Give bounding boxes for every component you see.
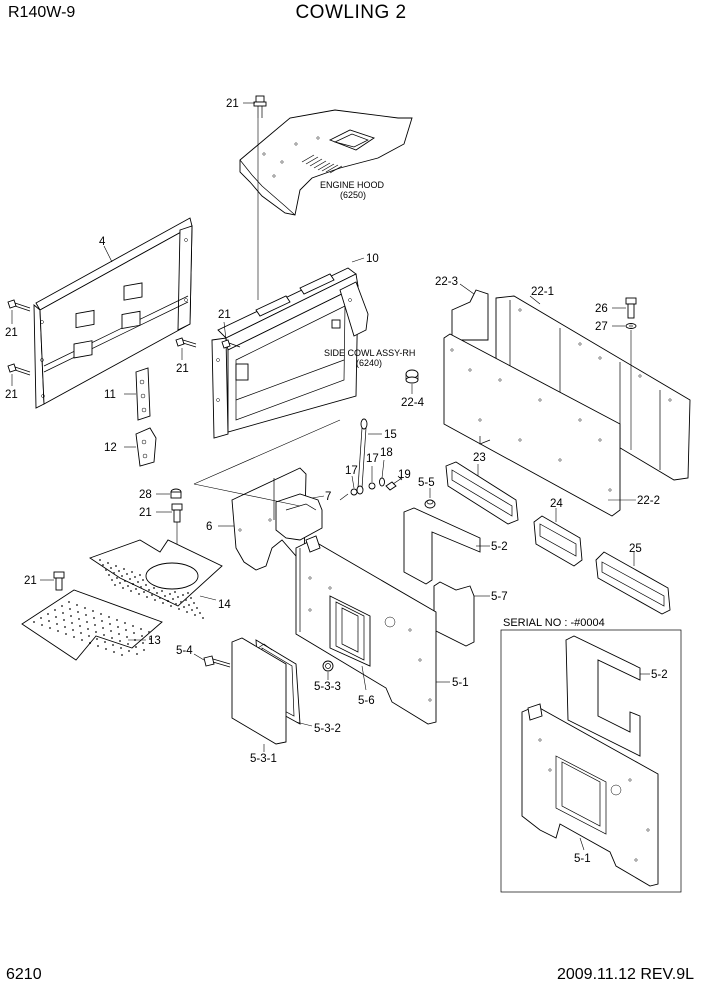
- bolt-5-4: [203, 655, 231, 668]
- label-21-floor-b: 21: [24, 575, 37, 587]
- page-number: 6210: [6, 966, 42, 983]
- label-5-7: 5-7: [491, 591, 508, 603]
- label-21-left-b: 21: [5, 389, 18, 401]
- nut-17-b: [368, 482, 376, 490]
- hood-vent-slots: [301, 154, 343, 174]
- bolt-21-left-a: [7, 299, 31, 312]
- page-title: COWLING 2: [295, 2, 407, 23]
- label-23: 23: [473, 452, 486, 464]
- side-cowl-ref: (6240): [356, 358, 382, 368]
- label-12: 12: [104, 442, 117, 454]
- label-5-2: 5-2: [491, 541, 508, 553]
- engine-hood: [239, 109, 413, 300]
- door-5-3-1: [231, 637, 287, 745]
- label-5-3-2: 5-3-2: [314, 723, 341, 735]
- cover-6: [231, 467, 307, 571]
- label-22-1: 22-1: [531, 286, 554, 298]
- label-5-3-3: 5-3-3: [314, 681, 341, 693]
- washer-18: [379, 477, 385, 487]
- label-26: 26: [595, 303, 608, 315]
- bracket-5-2: [403, 507, 481, 585]
- label-24: 24: [550, 498, 563, 510]
- bolt-21-floor-a: [171, 503, 183, 523]
- engine-hood-ref: (6250): [340, 190, 366, 200]
- pad-25: [595, 551, 671, 615]
- washer-27: [625, 323, 637, 329]
- label-5-4: 5-4: [176, 645, 193, 657]
- bracket-11: [135, 367, 151, 421]
- label-28: 28: [139, 489, 152, 501]
- plug-5-5: [424, 499, 436, 509]
- label-21-mid-b: 21: [218, 309, 231, 321]
- label-22-3: 22-3: [435, 276, 458, 288]
- bolt-21-mid-b: [221, 339, 241, 349]
- label-25: 25: [629, 543, 642, 555]
- date-revision: 2009.11.12 REV.9L: [556, 966, 694, 983]
- label-7: 7: [325, 491, 331, 503]
- label-11: 11: [104, 389, 116, 401]
- bracket-5-7: [433, 581, 475, 647]
- serial-label: SERIAL NO : -#0004: [503, 617, 605, 629]
- floor-plate-13: [21, 589, 163, 661]
- bolt-26: [625, 297, 637, 319]
- cover-7: [275, 493, 323, 541]
- label-14: 14: [218, 599, 231, 611]
- bolt-21-left-b: [7, 363, 31, 376]
- nut-17-a: [350, 488, 358, 496]
- cap-28: [170, 488, 182, 499]
- label-19: 19: [398, 469, 411, 481]
- serial-inset: [500, 629, 682, 893]
- label-4: 4: [99, 236, 106, 248]
- label-22-4: 22-4: [401, 397, 425, 409]
- label-15: 15: [384, 429, 397, 441]
- label-5-5: 5-5: [418, 477, 435, 489]
- label-21-mid-a: 21: [176, 363, 189, 375]
- bolt-19: [385, 477, 403, 491]
- inset-panel-5-1: [521, 703, 659, 887]
- label-17-a: 17: [345, 465, 358, 477]
- pad-23: [445, 461, 519, 525]
- panel-22-2: [443, 333, 621, 517]
- engine-hood-label: ENGINE HOOD: [320, 180, 385, 190]
- part-5-3-3: [322, 660, 334, 672]
- label-21-hood: 21: [226, 98, 239, 110]
- bolt-21-mid-a: [175, 337, 197, 348]
- bolt-21-floor-b: [53, 571, 65, 591]
- floor-plate-14: [89, 539, 223, 620]
- panel-22-3: [451, 289, 489, 341]
- label-21-floor-a: 21: [139, 507, 152, 519]
- model-name: R140W-9: [8, 4, 76, 21]
- pad-24: [533, 515, 583, 567]
- panel-4: [33, 217, 193, 409]
- plug-22-4: [405, 369, 419, 384]
- label-17-b: 17: [366, 453, 379, 465]
- label-10: 10: [366, 253, 379, 265]
- label-18: 18: [380, 447, 393, 459]
- label-27: 27: [595, 321, 608, 333]
- frame-10: [211, 267, 369, 439]
- rod-15: [356, 418, 368, 495]
- label-5-6: 5-6: [358, 695, 375, 707]
- frame-5-6: [329, 595, 371, 667]
- inset-label-5-2: 5-2: [651, 669, 668, 681]
- inset-bracket-5-2: [565, 635, 641, 757]
- bolt-21-hood: [253, 95, 267, 118]
- label-5-3-1: 5-3-1: [250, 753, 277, 765]
- inset-label-5-1: 5-1: [574, 853, 591, 865]
- side-cowl-label: SIDE COWL ASSY-RH: [324, 348, 415, 358]
- label-5-1: 5-1: [452, 677, 469, 689]
- label-13: 13: [148, 635, 161, 647]
- label-21-left-a: 21: [5, 327, 18, 339]
- bracket-12: [135, 427, 157, 467]
- label-22-2: 22-2: [637, 495, 660, 507]
- label-6: 6: [206, 521, 212, 533]
